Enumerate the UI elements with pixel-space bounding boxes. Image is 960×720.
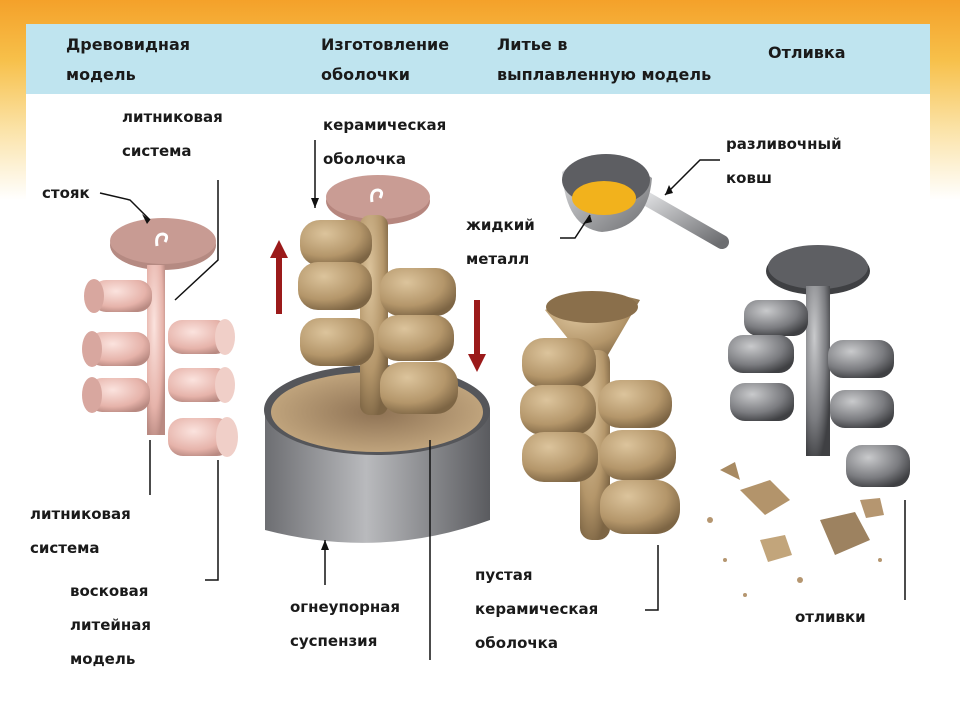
separated-casting — [846, 445, 910, 487]
header-casting: Литье в выплавленную модель — [497, 35, 712, 84]
label-riser: стояк — [42, 184, 90, 202]
empty-shell — [520, 291, 680, 540]
shell-debris — [707, 462, 884, 597]
pouring-ladle — [562, 154, 729, 249]
wax-parts-left — [82, 279, 152, 413]
header-shell-making: Изготовление оболочки — [321, 35, 450, 84]
label-castings: отливки — [795, 608, 866, 626]
label-ceramic-shell: керамическая оболочка — [323, 116, 447, 168]
label-refractory-slurry: огнеупорная суспензия — [290, 598, 400, 650]
header-wax-tree: Древовидная модель — [66, 35, 191, 84]
shell-coating-step — [264, 175, 490, 543]
coated-parts — [298, 220, 458, 414]
label-gating-system-bottom: литниковая система — [30, 505, 131, 557]
wax-parts-right — [168, 319, 238, 457]
molten-metal — [572, 181, 636, 215]
label-empty-shell: пустая керамическая оболочка — [475, 566, 599, 652]
down-arrow-icon — [468, 300, 486, 372]
label-gating-system-top: литниковая система — [122, 108, 223, 160]
leader-arrowheads — [142, 185, 673, 550]
header-band — [26, 24, 930, 94]
label-liquid-metal: жидкий металл — [466, 216, 535, 268]
label-pouring-ladle: разливочный ковш — [726, 135, 842, 187]
wax-tree — [82, 218, 238, 457]
header-cast-part: Отливка — [768, 43, 846, 62]
label-wax-model: восковая литейная модель — [70, 582, 151, 668]
ladle-handle — [633, 188, 729, 249]
metal-casting — [728, 245, 910, 487]
up-arrow-icon — [270, 240, 288, 314]
wax-sprue — [147, 265, 165, 435]
